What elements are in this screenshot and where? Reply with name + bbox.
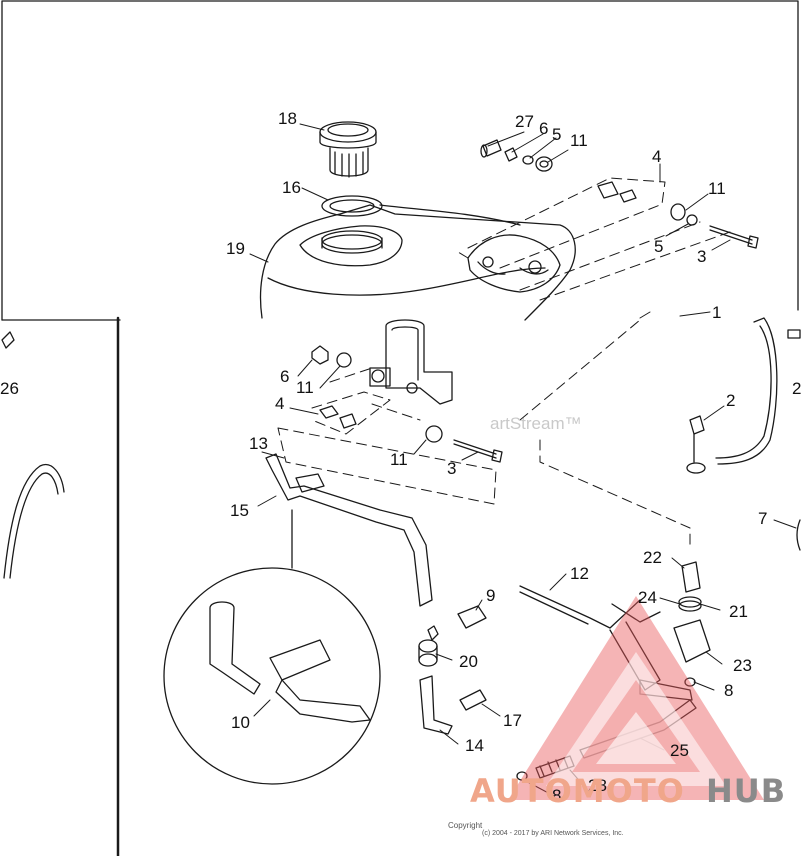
logo-triangle	[508, 596, 764, 800]
callout-7: 7	[758, 509, 768, 528]
tank-cutaway	[467, 234, 561, 293]
callout-12: 12	[570, 564, 589, 583]
callout-10: 10	[231, 713, 250, 732]
callout-15: 15	[230, 501, 249, 520]
artstream-watermark: artStream™	[490, 414, 582, 433]
callout-19: 19	[226, 239, 245, 258]
callout-11: 11	[708, 179, 726, 198]
callout-6: 6	[539, 119, 549, 138]
assembly-lines-upper	[457, 177, 731, 301]
callout-28: 28	[588, 776, 607, 795]
callout-27: 27	[515, 112, 534, 131]
callout-17: 17	[503, 711, 522, 730]
callout-2-edge: 2	[792, 379, 801, 398]
callout-4: 4	[275, 394, 285, 413]
callout-26: 26	[0, 379, 19, 398]
hose-26	[1, 331, 65, 579]
callout-16: 16	[282, 178, 301, 197]
fuel-filter-parts	[418, 605, 487, 735]
bracket-assembly	[369, 319, 453, 405]
gasket	[321, 195, 383, 217]
filler-cap	[319, 121, 377, 178]
callout-20: 20	[459, 652, 478, 671]
copyright-label: Copyright	[448, 821, 483, 830]
hardware-group-right	[597, 181, 759, 249]
callout-5: 5	[552, 125, 562, 144]
assembly-lines-middle	[277, 319, 691, 549]
callout-3: 3	[447, 459, 457, 478]
callout-24: 24	[638, 588, 657, 607]
callout-22: 22	[643, 548, 662, 567]
callout-4: 4	[652, 147, 662, 166]
logo-text-automoto: AUTOMOTO	[470, 772, 685, 810]
callout-21: 21	[729, 602, 748, 621]
callout-13: 13	[249, 434, 268, 453]
callout-11: 11	[390, 450, 408, 469]
hardware-group-top	[480, 139, 553, 172]
callout-23: 23	[733, 656, 752, 675]
callout-25: 25	[670, 741, 689, 760]
callout-8: 8	[724, 681, 734, 700]
fuel-tank	[259, 204, 576, 321]
callout-18: 18	[278, 109, 297, 128]
callout-8: 8	[552, 786, 562, 805]
ground-wire	[686, 317, 801, 551]
callout-11: 11	[570, 131, 588, 150]
logo-text-hub: HUB	[706, 772, 787, 810]
callout-2: 2	[726, 391, 736, 410]
callout-1: 1	[712, 303, 722, 322]
detail-circle	[163, 509, 381, 785]
callout-14: 14	[465, 736, 484, 755]
callout-6: 6	[280, 367, 290, 386]
hardware-group-middle	[311, 345, 503, 463]
copyright-text: (c) 2004 - 2017 by ARI Network Services,…	[482, 830, 624, 837]
callout-11: 11	[296, 378, 314, 397]
leader-lines	[249, 123, 797, 797]
callout-3: 3	[697, 247, 707, 266]
callout-9: 9	[486, 586, 496, 605]
callout-5: 5	[654, 237, 664, 256]
fuel-line-upper	[265, 453, 433, 607]
